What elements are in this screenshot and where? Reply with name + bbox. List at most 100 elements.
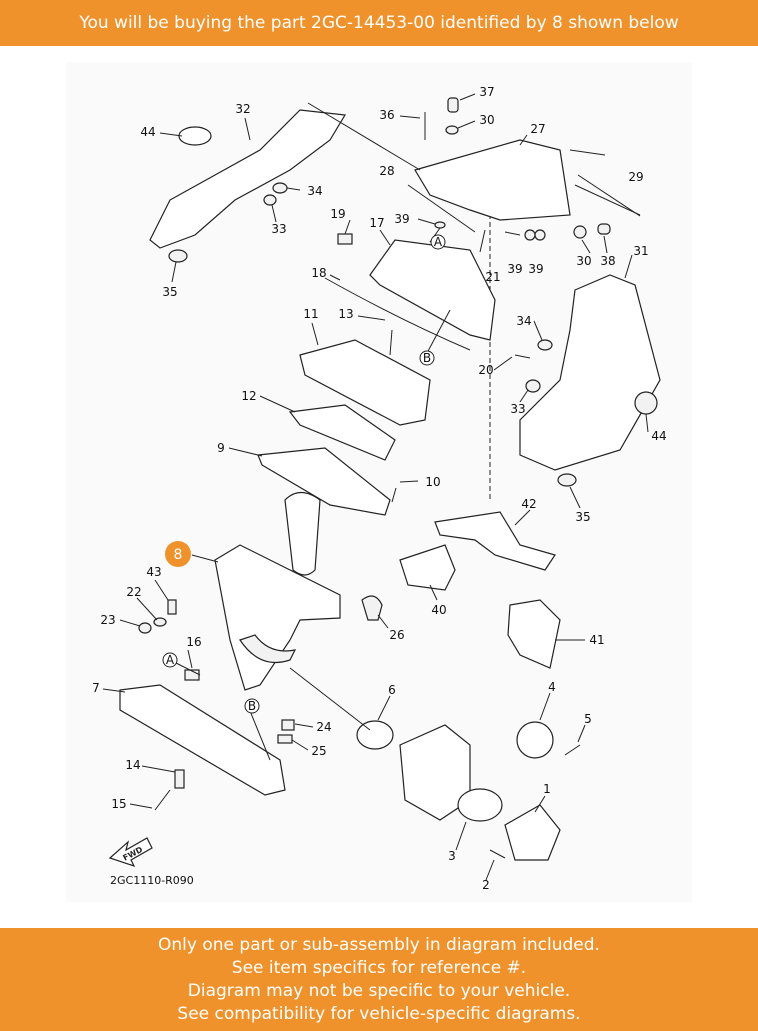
callout-6: 6 — [388, 683, 396, 697]
part-25-damper — [277, 734, 293, 744]
callout-13: 13 — [338, 307, 353, 321]
header-text: You will be buying the part 2GC-14453-00… — [79, 13, 679, 33]
part-32-side-cover — [149, 109, 346, 249]
callout-44-right: 44 — [651, 429, 666, 443]
part-39-washer-c — [434, 221, 446, 229]
svg-text:B: B — [248, 699, 256, 713]
part-23-grommet — [138, 622, 152, 634]
highlight-callout-8: 8 — [165, 541, 191, 567]
callout-33-left: 33 — [271, 222, 286, 236]
part-42-duct — [434, 511, 556, 571]
callout-24: 24 — [316, 720, 331, 734]
callout-25: 25 — [311, 744, 326, 758]
callout-41: 41 — [589, 633, 604, 647]
callout-29: 29 — [628, 170, 643, 184]
callout-40: 40 — [431, 603, 446, 617]
part-29-strip — [577, 174, 641, 217]
part-17-bracket — [369, 239, 496, 341]
callout-37: 37 — [479, 85, 494, 99]
part-37-bolt — [447, 97, 459, 113]
part-1-joint — [504, 804, 561, 861]
part-40-duct — [399, 544, 456, 591]
callout-32: 32 — [235, 102, 250, 116]
inlet-tube — [284, 491, 321, 576]
callout-22: 22 — [126, 585, 141, 599]
svg-text:8: 8 — [174, 547, 183, 563]
callout-39-a: 39 — [507, 262, 522, 276]
callout-34-right: 34 — [516, 314, 531, 328]
diagram-canvas: A B A B 1 2 3 4 5 6 7 9 10 11 12 13 1 — [66, 62, 692, 902]
callout-38: 38 — [600, 254, 615, 268]
callout-15: 15 — [111, 797, 126, 811]
svg-text:B: B — [423, 351, 431, 365]
part-30-washer-right — [573, 225, 587, 239]
callout-10: 10 — [425, 475, 440, 489]
part-35-damper-right — [557, 473, 577, 487]
part-19-clip — [337, 233, 353, 245]
callout-42: 42 — [521, 497, 536, 511]
part-41-duct — [507, 599, 561, 669]
part-10-screw — [391, 487, 397, 503]
ref-b-bottom: B — [244, 698, 260, 714]
part-38-bolt — [597, 223, 611, 235]
callout-43: 43 — [146, 565, 161, 579]
callout-39-top: 39 — [394, 212, 409, 226]
callout-labels: 1 2 3 4 5 6 7 9 10 11 12 13 14 15 16 17 … — [92, 85, 666, 892]
part-34-grommet-right — [537, 339, 553, 351]
callout-36: 36 — [379, 108, 394, 122]
ref-b-top: B — [419, 350, 435, 366]
part-21-screw — [479, 229, 486, 253]
svg-text:A: A — [166, 653, 175, 667]
part-33-grommet-right — [525, 379, 541, 393]
part-14-sensor — [174, 769, 185, 789]
header-banner: You will be buying the part 2GC-14453-00… — [0, 0, 758, 46]
part-2-bolt — [489, 849, 506, 859]
footer-line-2: See item specifics for reference #. — [231, 957, 527, 978]
part-31-side-cover — [519, 274, 661, 471]
part-8-air-box — [214, 544, 341, 691]
part-12-element — [288, 404, 396, 461]
callout-2: 2 — [482, 878, 490, 892]
footer-banner: Only one part or sub-assembly in diagram… — [0, 928, 758, 1031]
callout-33-right: 33 — [510, 402, 525, 416]
part-27-top-cover — [414, 139, 571, 221]
part-13-screw — [389, 329, 393, 356]
part-44-emblem-left — [178, 126, 212, 146]
part-6-clamp — [356, 720, 394, 750]
callout-27: 27 — [530, 122, 545, 136]
part-34-grommet-left — [272, 182, 288, 194]
callout-28: 28 — [379, 164, 394, 178]
callout-17: 17 — [369, 216, 384, 230]
callout-30-top: 30 — [479, 113, 494, 127]
callout-11: 11 — [303, 307, 318, 321]
part-26-joint — [361, 595, 383, 621]
callout-1: 1 — [543, 782, 551, 796]
part-11-cap — [299, 339, 431, 426]
part-3-clamp — [457, 788, 503, 822]
footer-line-1: Only one part or sub-assembly in diagram… — [158, 934, 600, 955]
part-7-bracket — [119, 684, 286, 796]
ref-a-bottom: A — [162, 652, 178, 668]
callout-34-left: 34 — [307, 184, 322, 198]
part-44-emblem-right — [634, 391, 658, 415]
callout-31: 31 — [633, 244, 648, 258]
callout-7: 7 — [92, 681, 100, 695]
part-39-washer-b — [534, 229, 546, 241]
callout-5: 5 — [584, 712, 592, 726]
part-28-strip — [407, 184, 476, 233]
callout-30-right: 30 — [576, 254, 591, 268]
svg-text:A: A — [434, 235, 443, 249]
part-39-washer-a — [524, 229, 536, 241]
callout-3: 3 — [448, 849, 456, 863]
footer-line-3: Diagram may not be specific to your vehi… — [187, 980, 571, 1001]
part-33-grommet-left — [263, 194, 277, 206]
callout-35-left: 35 — [162, 285, 177, 299]
callout-9: 9 — [217, 441, 225, 455]
callout-23: 23 — [100, 613, 115, 627]
callout-39-b: 39 — [528, 262, 543, 276]
callout-16: 16 — [186, 635, 201, 649]
part-35-damper-left — [168, 249, 188, 263]
callout-35-right: 35 — [575, 510, 590, 524]
callout-12: 12 — [241, 389, 256, 403]
footer-line-4: See compatibility for vehicle-specific d… — [177, 1003, 581, 1024]
